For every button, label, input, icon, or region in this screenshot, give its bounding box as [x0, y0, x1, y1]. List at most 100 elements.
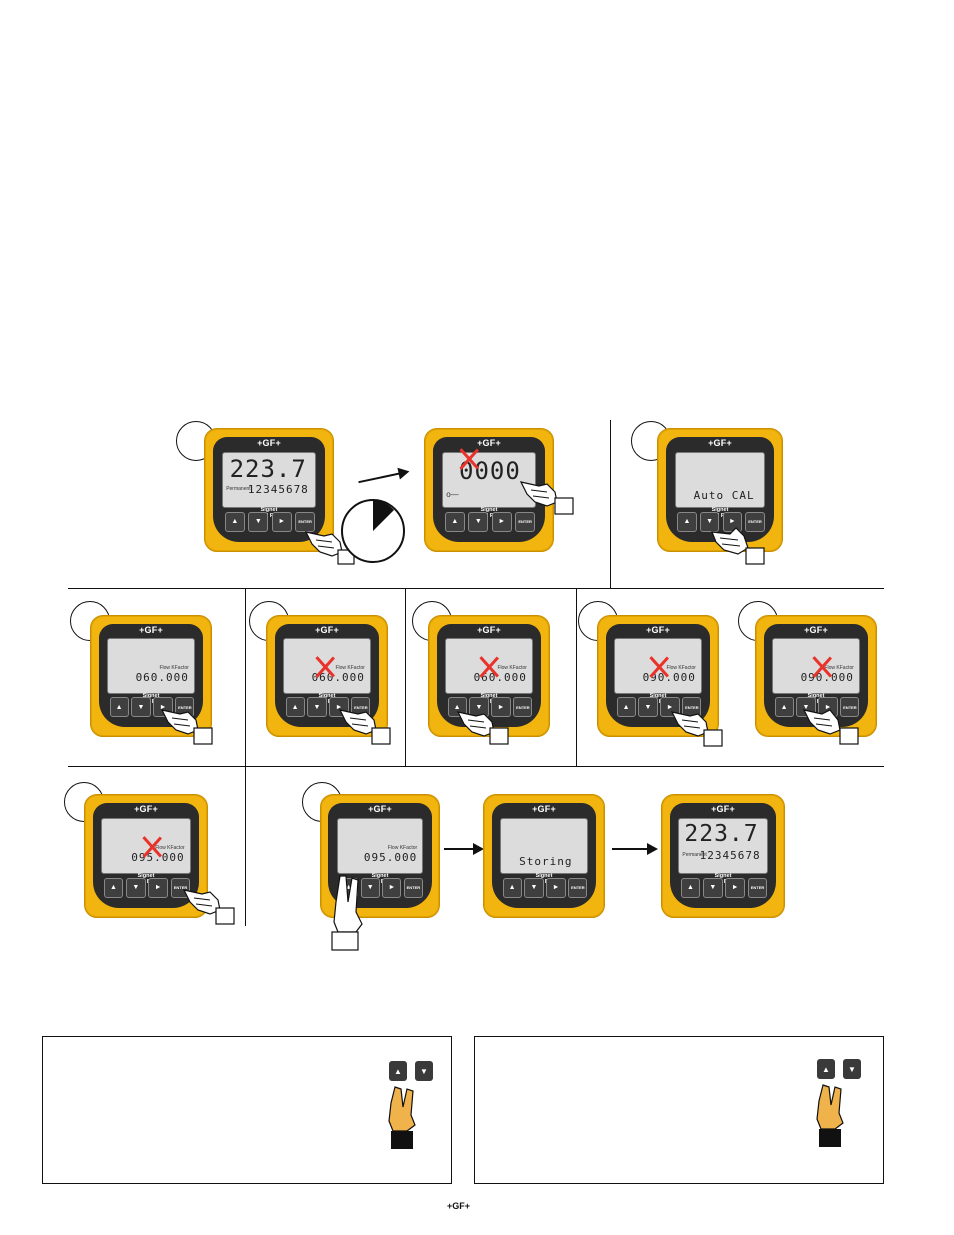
down-button[interactable]: ▼ [703, 877, 723, 899]
down-button[interactable]: ▼ [248, 511, 269, 533]
down-button[interactable]: ▼ [307, 697, 327, 718]
down-button[interactable]: ▼ [524, 877, 544, 899]
brand-logo: +GF+ [368, 803, 392, 814]
blink-cross-icon [811, 656, 833, 678]
down-button[interactable]: ▼ [468, 511, 489, 533]
up-button[interactable]: ▲ [774, 697, 794, 718]
brand-logo: +GF+ [804, 624, 828, 635]
flow-arrow-icon [612, 843, 658, 855]
divider-vertical [610, 420, 611, 588]
right-button[interactable]: ► [546, 877, 566, 899]
factor-label: Flow KFactor [497, 665, 527, 672]
timer-icon [341, 499, 405, 563]
enter-button[interactable]: ENTER [515, 511, 536, 533]
blink-cross-icon [314, 656, 336, 678]
down-button[interactable]: ▼ [699, 511, 720, 533]
factor-label: Flow KFactor [666, 665, 696, 672]
factor-label: Flow KFactor [824, 665, 854, 672]
two-finger-hand-icon [388, 1086, 416, 1149]
up-button[interactable]: ▲ [285, 697, 305, 718]
up-button[interactable]: ▲ [444, 511, 465, 533]
enter-button[interactable]: ENTER [295, 511, 316, 533]
divider-horizontal [68, 588, 884, 589]
flow-arrow-icon [444, 843, 484, 855]
enter-button[interactable]: ENTER [568, 877, 588, 899]
down-button[interactable]: ▼ [469, 697, 489, 718]
blink-cross-icon [478, 656, 500, 678]
up-key-icon: ▲ [817, 1059, 835, 1079]
autocal-text: Auto CAL [693, 488, 755, 502]
brand-logo: +GF+ [134, 803, 158, 814]
factor-label: Flow KFactor [335, 665, 365, 672]
divider-vertical [245, 588, 246, 766]
lcd-screen: 223.7 Permanent 12345678 [222, 451, 316, 509]
lcd-screen: Flow KFactor 090.000 [772, 638, 860, 694]
enter-button[interactable]: ENTER [747, 877, 768, 899]
pressing-hand-icon [670, 711, 723, 747]
up-button[interactable]: ▲ [103, 877, 124, 899]
right-button[interactable]: ► [491, 511, 512, 533]
brand-logo: +GF+ [477, 624, 501, 635]
enter-button[interactable]: ENTER [840, 697, 860, 718]
down-button[interactable]: ▼ [131, 697, 151, 718]
right-button[interactable]: ► [271, 511, 292, 533]
two-finger-hand-icon [331, 875, 363, 951]
pressing-hand-icon [338, 709, 391, 745]
key-icon: o— [446, 489, 459, 499]
down-button[interactable]: ▼ [126, 877, 146, 899]
brand-logo: +GF+ [646, 624, 670, 635]
totalizer-value: 12345678 [247, 482, 309, 496]
lcd-screen: Flow KFactor 095.000 [336, 817, 424, 875]
rate-value: 223.7 [684, 820, 759, 847]
down-button[interactable]: ▼ [796, 697, 816, 718]
up-button[interactable]: ▲ [616, 697, 636, 718]
flow-arrow-icon [358, 470, 408, 484]
two-finger-hand-icon [816, 1084, 844, 1147]
brand-logo: +GF+ [532, 803, 556, 814]
enter-button[interactable]: ENTER [513, 697, 533, 718]
right-button[interactable]: ► [148, 877, 168, 899]
up-button[interactable]: ▲ [109, 697, 129, 718]
brand-logo: +GF+ [708, 437, 732, 448]
right-button[interactable]: ► [725, 877, 745, 899]
brand-logo: +GF+ [315, 624, 339, 635]
up-button[interactable]: ▲ [224, 511, 245, 533]
pressing-hand-icon [519, 481, 574, 515]
factor-label: Flow KFactor [155, 844, 185, 851]
lcd-screen: 223.7 Permanent 12345678 [678, 817, 768, 875]
divider-vertical [245, 766, 246, 926]
enter-button[interactable]: ENTER [404, 877, 423, 899]
storing-text: Storing [519, 854, 573, 868]
up-button[interactable]: ▲ [502, 877, 522, 899]
pressing-hand-icon [182, 889, 235, 925]
lcd-screen: Storing [500, 817, 588, 875]
totalizer-value: 12345678 [699, 848, 761, 862]
blink-cross-icon [458, 448, 480, 470]
down-button[interactable]: ▼ [360, 877, 380, 899]
note-box-right: ▲ ▼ [474, 1036, 884, 1184]
up-key-icon: ▲ [389, 1061, 407, 1081]
brand-logo: +GF+ [477, 437, 501, 448]
pressing-hand-icon [456, 711, 509, 745]
down-button[interactable]: ▼ [638, 697, 658, 718]
permanent-label: Permanent [682, 851, 707, 858]
up-button[interactable]: ▲ [677, 511, 697, 533]
right-button[interactable]: ► [491, 697, 511, 718]
up-button[interactable]: ▲ [680, 877, 701, 899]
right-button[interactable]: ► [382, 877, 402, 899]
factor-label: Flow KFactor [387, 844, 418, 851]
pressing-hand-icon [304, 531, 355, 565]
enter-button[interactable]: ENTER [745, 511, 765, 533]
